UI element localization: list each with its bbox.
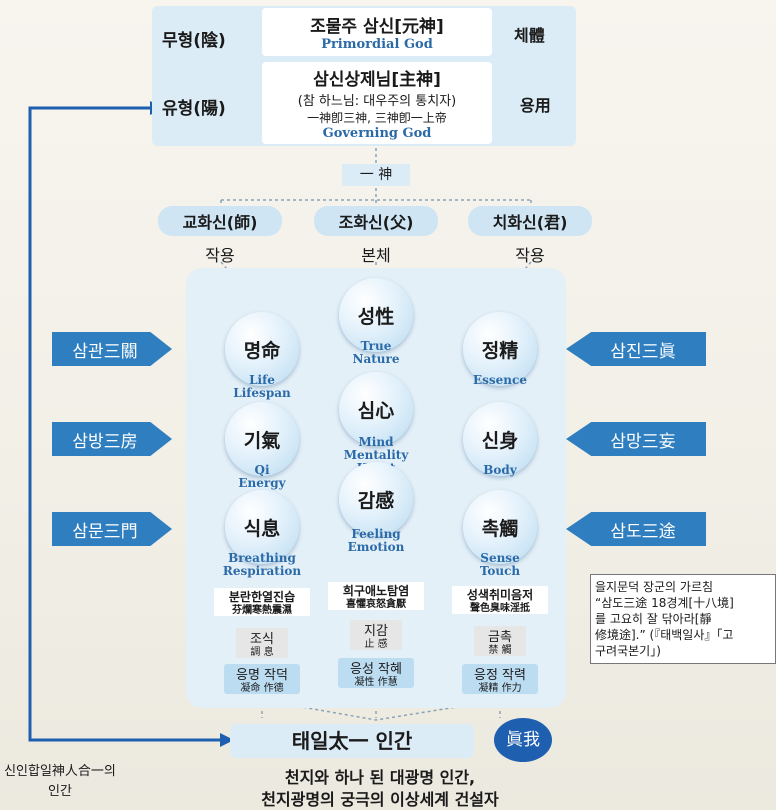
use-label: 용用 xyxy=(520,96,551,115)
col3-result-han: 凝精 作力 xyxy=(478,683,522,694)
note-title: 을지문덕 장군의 가르침 xyxy=(595,580,714,594)
taeil-human-box: 태일太一 인간 xyxy=(230,724,474,758)
primordial-god-title: 조물주 삼신[元神] xyxy=(310,17,444,37)
primordial-god-en: Primordial God xyxy=(321,37,433,52)
creation-god: 조화신(父) xyxy=(314,206,438,236)
node-sin-en: Body xyxy=(483,463,517,477)
col3-method: 금촉 禁 觸 xyxy=(474,626,526,656)
node-seong: 성性 xyxy=(339,278,413,352)
note-line1: “삼도三途 18경계[十八境] xyxy=(595,596,734,610)
col2-states: 희구애노탐염 喜懼哀怒貪厭 xyxy=(328,582,424,610)
node-gam-en: Feeling Emotion xyxy=(347,527,405,554)
governing-god-sub2: 一神卽三神, 三神卽一上帝 xyxy=(307,111,447,125)
node-sin: 신身 xyxy=(463,402,537,476)
node-sim: 심心 xyxy=(339,372,413,446)
node-jeong-en: Essence xyxy=(473,373,527,387)
col3-states-ko: 성색취미음저 xyxy=(466,588,534,602)
col2-method-ko: 지감 xyxy=(364,624,388,639)
primordial-god-box: 조물주 삼신[元神] Primordial God xyxy=(262,8,492,56)
left-arrow-three-doors: 삼문三門 xyxy=(52,512,172,546)
col2-result: 응성 작혜 凝性 作慧 xyxy=(338,658,414,688)
col1-method-han: 調 息 xyxy=(250,647,274,658)
col2-result-ko: 응성 작혜 xyxy=(350,662,402,677)
node-myeong-en: Life Lifespan xyxy=(233,373,291,400)
bottom-line1: 천지와 하나 된 대광명 인간, xyxy=(284,768,476,787)
col1-states: 분란한열진습 芬爛寒熱震濕 xyxy=(214,588,310,616)
body-label: 체體 xyxy=(514,26,545,45)
creation-god-role: 본체 xyxy=(361,246,391,265)
col2-states-han: 喜懼哀怒貪厭 xyxy=(346,599,406,610)
col1-method-ko: 조식 xyxy=(250,632,274,647)
governing-god-sub1: (참 하느님: 대우주의 통치자) xyxy=(297,94,457,109)
col2-method: 지감 止 感 xyxy=(350,620,402,650)
one-god-box: 一 神 xyxy=(342,164,410,186)
col2-result-han: 凝性 作慧 xyxy=(354,677,398,688)
col2-method-han: 止 感 xyxy=(364,639,388,650)
note-line4: 구려국본기」) xyxy=(595,644,661,658)
formless-label: 무형(陰) xyxy=(162,31,226,51)
col1-result: 응명 작덕 凝命 作德 xyxy=(224,664,300,694)
node-chok-en: Sense Touch xyxy=(479,551,521,578)
form-label: 유형(陽) xyxy=(162,99,226,119)
col1-states-ko: 분란한열진습 xyxy=(228,590,296,604)
node-chok: 촉觸 xyxy=(463,490,537,564)
col1-method: 조식 調 息 xyxy=(236,628,288,658)
governing-god-title: 삼신상제님[主神] xyxy=(313,70,441,90)
true-self-badge: 眞我 xyxy=(494,718,552,762)
node-jeong: 정精 xyxy=(463,312,537,386)
node-gi: 기氣 xyxy=(225,402,299,476)
col1-result-ko: 응명 작덕 xyxy=(236,668,288,683)
right-arrow-three-truths: 삼진三眞 xyxy=(566,332,706,366)
col1-result-han: 凝命 作德 xyxy=(240,683,284,694)
bottom-line2: 천지광명의 궁극의 이상세계 건설자 xyxy=(261,790,499,809)
node-gi-en: Qi Energy xyxy=(238,463,286,490)
col3-states: 성색취미음저 聲色臭味淫抵 xyxy=(452,586,548,614)
left-caption-line2: 인간 xyxy=(48,784,72,799)
col3-method-han: 禁 觸 xyxy=(488,645,512,656)
left-caption-line1: 신인합일神人合一의 xyxy=(4,764,116,779)
governing-god-box: 삼신상제님[主神] (참 하느님: 대우주의 통치자) 一神卽三神, 三神卽一上… xyxy=(262,62,492,144)
governing-god-en: Governing God xyxy=(322,126,432,141)
teaching-god-role: 작용 xyxy=(205,246,235,265)
col1-states-han: 芬爛寒熱震濕 xyxy=(232,605,292,616)
teaching-god: 교화신(師) xyxy=(158,206,282,236)
col3-result: 응정 작력 凝精 作力 xyxy=(462,664,538,694)
col3-method-ko: 금촉 xyxy=(488,630,512,645)
node-sik: 식息 xyxy=(225,490,299,564)
right-arrow-three-delusions: 삼망三妄 xyxy=(566,422,706,456)
col2-states-ko: 희구애노탐염 xyxy=(342,584,410,598)
right-arrow-three-paths: 삼도三途 xyxy=(566,512,706,546)
left-arrow-three-rooms: 삼방三房 xyxy=(52,422,172,456)
col3-states-han: 聲色臭味淫抵 xyxy=(470,603,530,614)
node-sik-en: Breathing Respiration xyxy=(222,551,302,578)
node-seong-en: True Nature xyxy=(352,339,400,366)
col3-result-ko: 응정 작력 xyxy=(474,668,526,683)
governing-god-pill: 치화신(君) xyxy=(468,206,592,236)
general-eulji-note: 을지문덕 장군의 가르침 “삼도三途 18경계[十八境] 를 고요히 잘 닦아라… xyxy=(590,574,776,664)
node-gam: 감感 xyxy=(339,462,413,536)
governing-god-role: 작용 xyxy=(515,246,545,265)
node-myeong: 명命 xyxy=(225,312,299,386)
note-line3: 修境途].” (『태백일사』「고 xyxy=(595,628,734,642)
note-line2: 를 고요히 잘 닦아라[靜 xyxy=(595,612,712,626)
left-arrow-three-gates: 삼관三關 xyxy=(52,332,172,366)
